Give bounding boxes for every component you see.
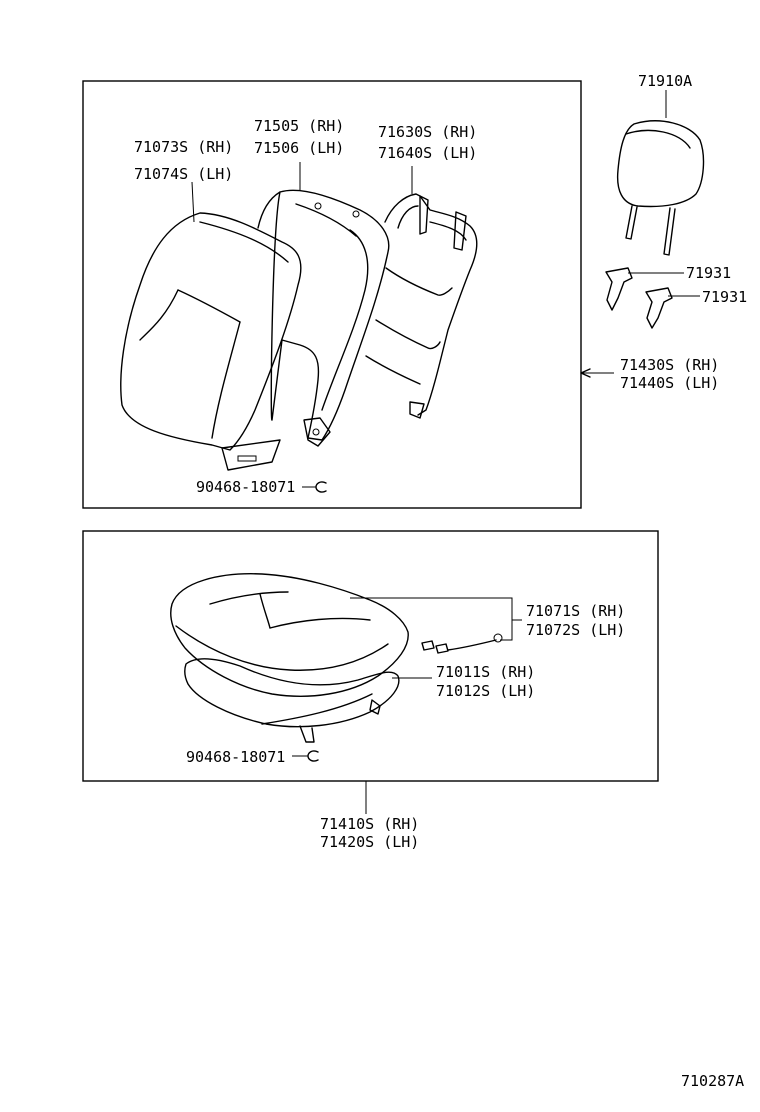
- cushion-cover-rh-label: 71071S (RH): [526, 602, 625, 620]
- seatback-pad-drawing: [257, 189, 390, 447]
- seatback-cover-rh-label: 71073S (RH): [134, 138, 233, 156]
- cushion-pad-drawing: [183, 658, 400, 743]
- cushion-cover-lh-label: 71072S (LH): [526, 621, 625, 639]
- headrest-support-label-2: 71931: [702, 288, 747, 306]
- cushion-pad-rh-label: 71011S (RH): [436, 663, 535, 681]
- seatback-assembly-rh-label: 71430S (RH): [620, 356, 719, 374]
- cushion-group-box: [82, 530, 659, 782]
- seatback-frame-drawing: [365, 193, 478, 419]
- headrest-drawing: [616, 120, 705, 256]
- headrest-label: 71910A: [638, 72, 692, 90]
- seatback-group-box: [82, 80, 582, 509]
- cushion-pad-lh-label: 71012S (LH): [436, 682, 535, 700]
- cushion-hog-ring-label: 90468-18071: [186, 748, 285, 766]
- cushion-cover-drawing: [170, 573, 409, 697]
- seatback-assembly-lh-label: 71440S (LH): [620, 374, 719, 392]
- seatback-frame-rh-label: 71630S (RH): [378, 123, 477, 141]
- seatback-pad-lh-label: 71506 (LH): [254, 139, 344, 157]
- headrest-support-drawing-2: [645, 287, 673, 329]
- headrest-support-label-1: 71931: [686, 264, 731, 282]
- cushion-hooks-drawing: [421, 633, 503, 654]
- headrest-support-drawing-1: [605, 267, 633, 311]
- figure-code: 710287A: [681, 1072, 744, 1090]
- seatback-cover-lh-label: 71074S (LH): [134, 165, 233, 183]
- seatback-cover-drawing: [120, 212, 302, 471]
- seatback-hog-ring-label: 90468-18071: [196, 478, 295, 496]
- cushion-assembly-rh-label: 71410S (RH): [320, 815, 419, 833]
- cushion-assembly-lh-label: 71420S (LH): [320, 833, 419, 851]
- seatback-frame-lh-label: 71640S (LH): [378, 144, 477, 162]
- seatback-pad-rh-label: 71505 (RH): [254, 117, 344, 135]
